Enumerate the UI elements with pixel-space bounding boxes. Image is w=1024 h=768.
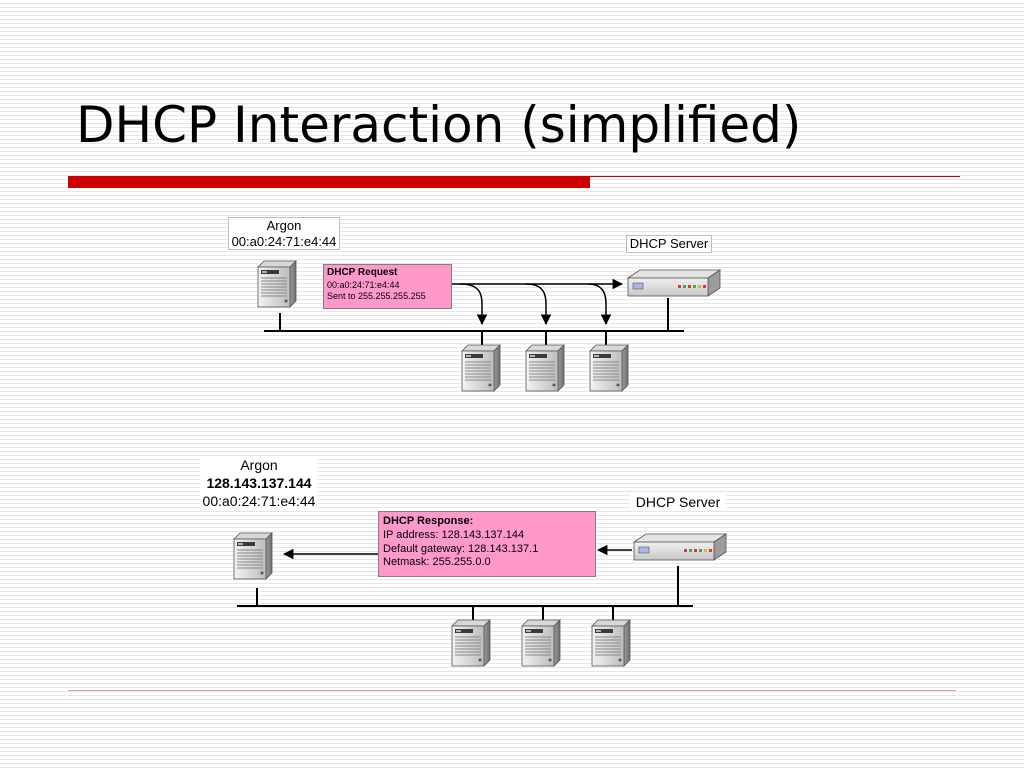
dhcp-response-box: DHCP Response: IP address: 128.143.137.1…: [378, 511, 596, 577]
bottom-argon-ip: 128.143.137.144: [206, 475, 312, 492]
bottom-host-3-computer-icon: [591, 619, 631, 667]
top-dhcp-server-label: DHCP Server: [626, 235, 712, 253]
broadcast-arrow-3: [587, 283, 612, 326]
top-host-3-computer-icon: [589, 344, 629, 392]
bottom-host-2-computer-icon: [521, 619, 561, 667]
footer-divider: [68, 690, 956, 691]
top-argon-mac: 00:a0:24:71:e4:44: [231, 233, 337, 249]
dhcp-request-box: DHCP Request 00:a0:24:71:e4:44 Sent to 2…: [323, 264, 452, 309]
bottom-network: [233, 532, 727, 667]
dhcp-response-title: DHCP Response:: [383, 515, 474, 527]
dhcp-request-mac: 00:a0:24:71:e4:44: [327, 279, 400, 290]
top-network: [257, 260, 721, 392]
bottom-argon-label: Argon 128.143.137.144 00:a0:24:71:e4:44: [200, 456, 318, 511]
bottom-host-1-computer-icon: [451, 619, 491, 667]
bottom-argon-mac: 00:a0:24:71:e4:44: [202, 493, 316, 510]
dhcp-response-gateway: Default gateway: 128.143.137.1: [383, 542, 539, 555]
bottom-dhcp-server-icon: [633, 533, 727, 561]
bottom-dhcp-server-label: DHCP Server: [630, 494, 726, 511]
slide-title: DHCP Interaction (simplified): [76, 96, 802, 154]
top-argon-computer-icon: [257, 260, 297, 308]
top-argon-label: Argon 00:a0:24:71:e4:44: [228, 217, 340, 251]
title-underline-red: [68, 176, 590, 188]
dhcp-request-title: DHCP Request: [327, 267, 398, 278]
dhcp-response-netmask: Netmask: 255.255.0.0: [383, 556, 491, 569]
dhcp-response-ip: IP address: 128.143.137.144: [383, 528, 525, 541]
broadcast-arrow-1: [459, 283, 488, 326]
top-host-1-computer-icon: [461, 344, 501, 392]
broadcast-arrow-2: [525, 283, 552, 326]
bottom-argon-name: Argon: [240, 457, 278, 473]
top-host-2-computer-icon: [525, 344, 565, 392]
title-underline-thin: [590, 176, 960, 177]
top-dhcp-server-icon: [627, 269, 721, 297]
bottom-argon-computer-icon: [233, 532, 273, 580]
dhcp-request-destination: Sent to 255.255.255.255: [327, 290, 426, 301]
top-argon-name: Argon: [266, 218, 302, 233]
